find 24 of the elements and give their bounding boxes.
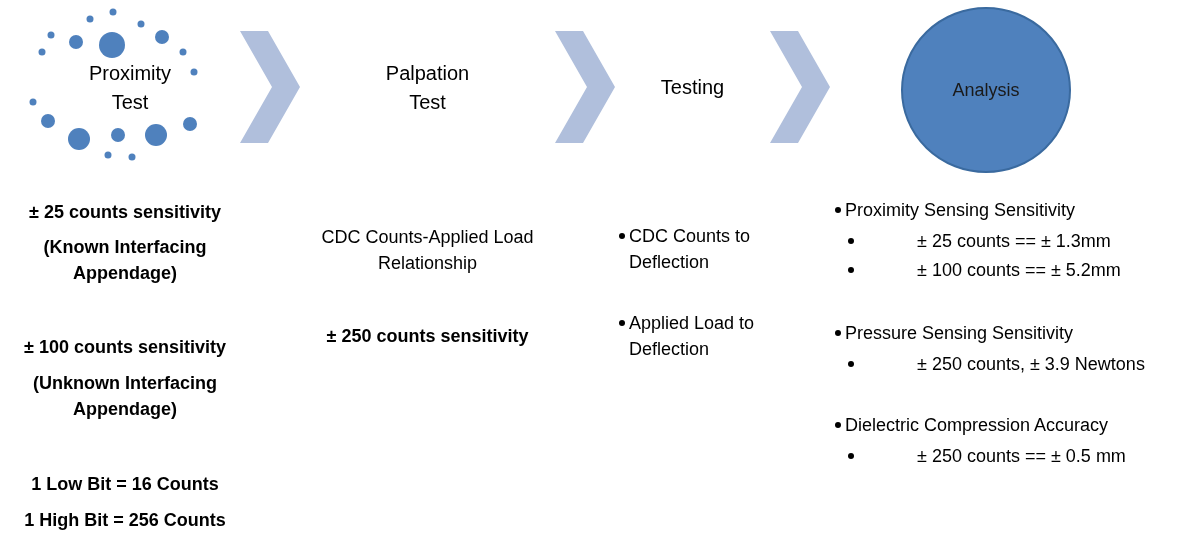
- bullet-item: Pressure Sensing Sensitivity: [845, 322, 1074, 345]
- bullet-item: Applied Load to Deflection: [629, 312, 756, 361]
- bullet-item: Proximity Sensing Sensitivity: [845, 199, 1076, 222]
- sensitivity-note: ± 25 counts sensitivity: [28, 201, 222, 224]
- step-label: Analysis: [951, 78, 1021, 102]
- bit-count-note: 1 High Bit = 256 Counts: [23, 509, 227, 532]
- chevron-arrow: [240, 31, 300, 143]
- step-label: Proximity Test: [87, 60, 173, 115]
- bullet-item: Dielectric Compression Accuracy: [845, 414, 1109, 437]
- sensitivity-note: ± 100 counts sensitivity: [23, 336, 227, 359]
- bullet-item: ± 100 counts == ± 5.2mm: [917, 259, 1121, 282]
- bullet-item: ± 25 counts == ± 1.3mm: [917, 230, 1111, 253]
- bit-count-note: 1 Low Bit = 16 Counts: [30, 473, 220, 496]
- step-label: Palpation Test: [384, 60, 471, 115]
- sensitivity-note: (Known Interfacing Appendage): [42, 236, 208, 285]
- sensitivity-note: ± 250 counts sensitivity: [325, 325, 530, 348]
- bullet-item: ± 250 counts == ± 0.5 mm: [917, 445, 1126, 468]
- chevron-arrow: [555, 31, 615, 143]
- relationship-note: CDC Counts-Applied Load Relationship: [320, 226, 535, 275]
- sensitivity-note: (Unknown Interfacing Appendage): [32, 372, 218, 421]
- chevron-arrow: [770, 31, 830, 143]
- bullet-item: ± 250 counts, ± 3.9 Newtons: [917, 353, 1145, 376]
- step-label: Testing: [659, 75, 726, 100]
- bullet-item: CDC Counts to Deflection: [629, 225, 752, 274]
